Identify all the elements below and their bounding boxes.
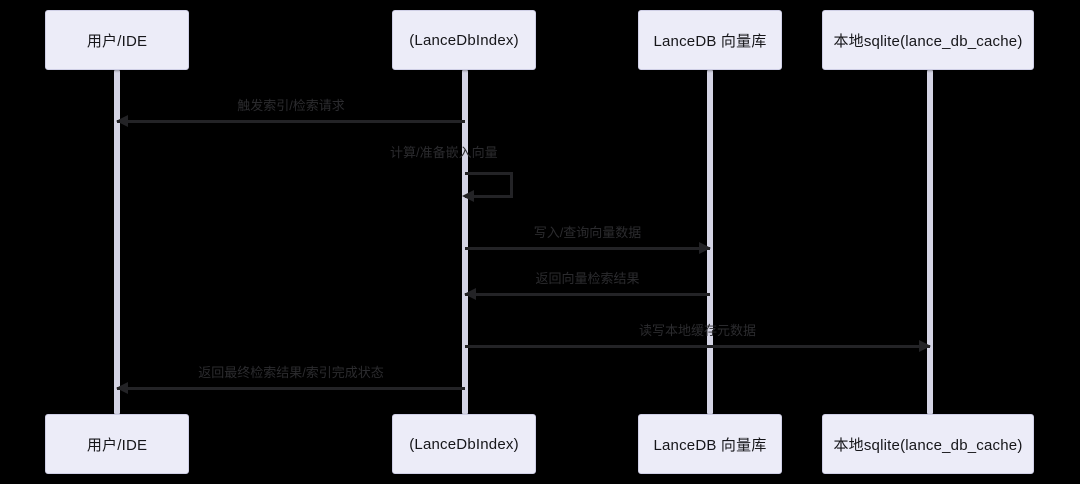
message-3-arrowhead-icon [699,242,711,254]
actor-label-index-top: (LanceDbIndex) [409,31,519,49]
message-5-arrowhead-icon [919,340,931,352]
message-1-line [117,120,465,123]
actor-label-lancedb-top: LanceDB 向量库 [653,32,767,50]
actor-box-lancedb-bottom[interactable]: LanceDB 向量库 [638,414,782,474]
message-4-line [465,293,710,296]
message-6-arrowhead-icon [116,382,128,394]
actor-box-index-bottom[interactable]: (LanceDbIndex) [392,414,536,474]
actor-label-sqlite-bottom: 本地sqlite(lance_db_cache) [833,436,1023,454]
actor-label-sqlite-top: 本地sqlite(lance_db_cache) [833,32,1023,50]
lifeline-sqlite [927,70,933,414]
message-6-line [117,387,465,390]
actor-box-user-top[interactable]: 用户/IDE [45,10,189,70]
message-2-self-loop[interactable]: 计算/准备嵌入向量 [390,145,513,206]
message-1-label: 触发索引/检索请求 [237,98,345,114]
message-4-arrowhead-icon [464,288,476,300]
actor-label-index-bottom: (LanceDbIndex) [409,435,519,453]
message-2-label: 计算/准备嵌入向量 [390,145,498,160]
actor-label-user-top: 用户/IDE [86,32,148,50]
message-3-line [465,247,710,250]
message-4-label: 返回向量检索结果 [535,271,640,287]
actor-box-index-top[interactable]: (LanceDbIndex) [392,10,536,70]
message-2-arrowhead-icon [462,190,474,202]
actor-box-sqlite-bottom[interactable]: 本地sqlite(lance_db_cache) [822,414,1034,474]
actor-box-user-bottom[interactable]: 用户/IDE [45,414,189,474]
actor-label-lancedb-bottom: LanceDB 向量库 [653,436,767,454]
lifeline-index [462,70,468,414]
message-2-segment-top [465,172,513,175]
message-2-segment-side [510,172,513,198]
actor-label-user-bottom: 用户/IDE [86,436,148,454]
actor-box-lancedb-top[interactable]: LanceDB 向量库 [638,10,782,70]
message-3-label: 写入/查询向量数据 [533,225,642,241]
message-1-arrowhead-icon [116,115,128,127]
message-2-segment-bottom [465,195,513,198]
message-5-line [465,345,930,348]
actor-box-sqlite-top[interactable]: 本地sqlite(lance_db_cache) [822,10,1034,70]
message-6-label: 返回最终检索结果/索引完成状态 [198,365,384,381]
lifeline-user [114,70,120,414]
message-5-label: 读写本地缓存元数据 [638,323,757,339]
